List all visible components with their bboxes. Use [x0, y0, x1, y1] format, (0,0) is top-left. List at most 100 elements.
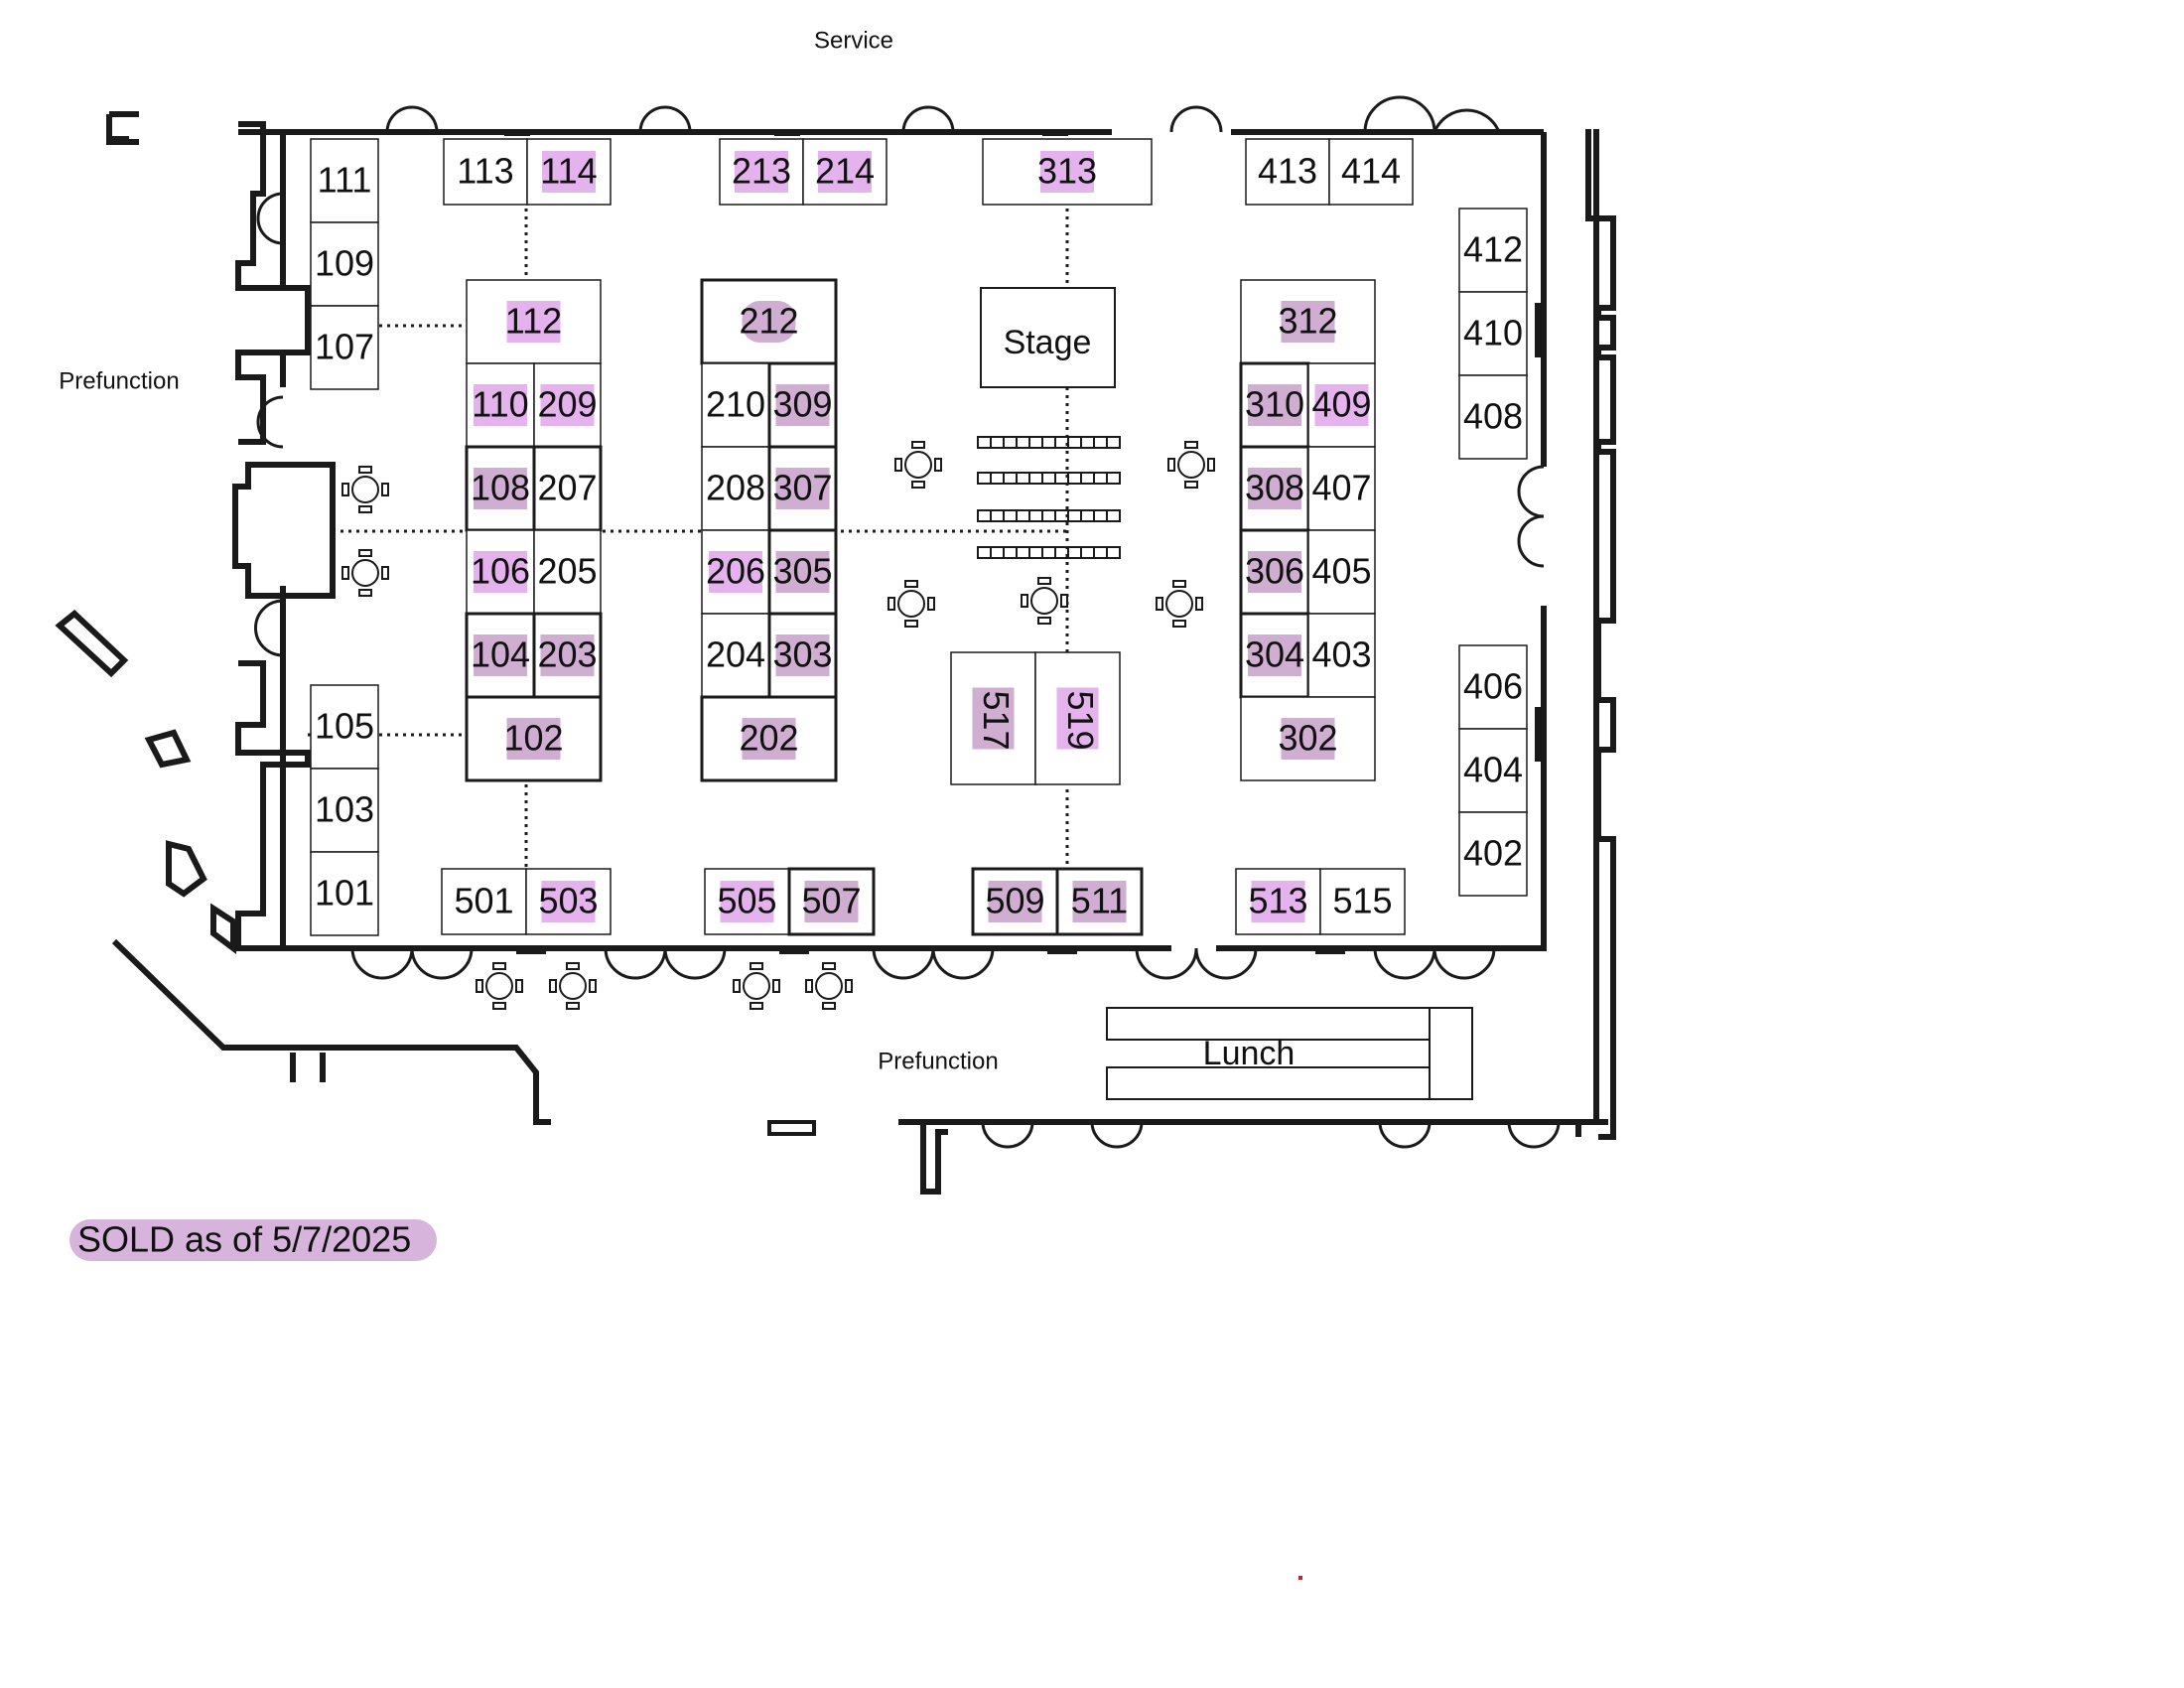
booth-212[interactable]: 212	[700, 278, 838, 365]
booth-202[interactable]: 202	[700, 695, 838, 782]
booth-105[interactable]: 105	[310, 684, 379, 770]
booth-413[interactable]: 413	[1245, 138, 1330, 206]
booth-104[interactable]: 104	[465, 612, 536, 699]
booth-309[interactable]: 309	[767, 361, 838, 449]
booth-208[interactable]: 208	[701, 446, 770, 531]
booth-412[interactable]: 412	[1458, 208, 1528, 293]
walls	[55, 111, 1616, 1195]
booth-213[interactable]: 213	[719, 138, 804, 206]
booth-310[interactable]: 310	[1239, 361, 1310, 449]
booth-407[interactable]: 407	[1307, 446, 1376, 531]
booth-513[interactable]: 513	[1235, 868, 1321, 935]
booth-313[interactable]: 313	[982, 138, 1153, 206]
booth-505[interactable]: 505	[704, 868, 790, 935]
booth-number: 212	[739, 301, 798, 342]
booth-305[interactable]: 305	[767, 528, 838, 616]
stage: Stage	[980, 287, 1116, 388]
booth-108[interactable]: 108	[465, 445, 536, 532]
booth-number: 403	[1311, 634, 1371, 675]
door-arcs	[254, 95, 1561, 1149]
booth-number: 209	[537, 384, 597, 425]
booth-511[interactable]: 511	[1055, 867, 1144, 936]
booth-304[interactable]: 304	[1239, 612, 1310, 699]
booth-outline	[1307, 529, 1376, 615]
booth-number: 114	[540, 151, 597, 192]
booth-503[interactable]: 503	[525, 868, 612, 935]
booth-517[interactable]: 517	[950, 651, 1036, 785]
booth-406[interactable]: 406	[1458, 644, 1528, 730]
booth-outline	[310, 221, 379, 307]
booth-409[interactable]: 409	[1307, 362, 1376, 448]
booth-205[interactable]: 205	[533, 529, 602, 615]
booth-number: 203	[537, 634, 597, 675]
stage-label: Stage	[1004, 324, 1092, 361]
booth-110[interactable]: 110	[466, 362, 535, 448]
booth-207[interactable]: 207	[532, 445, 603, 532]
booth-number: 202	[739, 718, 798, 759]
booth-404[interactable]: 404	[1458, 728, 1528, 813]
booth-number: 109	[315, 243, 374, 284]
booth-403[interactable]: 403	[1307, 613, 1376, 698]
booth-501[interactable]: 501	[441, 868, 527, 935]
booth-number: 305	[772, 551, 832, 592]
booth-302[interactable]: 302	[1240, 696, 1376, 781]
booth-210[interactable]: 210	[701, 362, 770, 448]
booth-102[interactable]: 102	[465, 695, 603, 782]
booth-number: 205	[537, 551, 597, 592]
booth-106[interactable]: 106	[466, 529, 535, 615]
booth-number: 515	[1332, 881, 1392, 921]
booth-101[interactable]: 101	[310, 851, 379, 936]
booth-515[interactable]: 515	[1319, 868, 1406, 935]
booth-outline	[1458, 811, 1528, 897]
booth-214[interactable]: 214	[802, 138, 887, 206]
booth-307[interactable]: 307	[767, 445, 838, 532]
booth-203[interactable]: 203	[532, 612, 603, 699]
sold-highlight	[540, 634, 595, 676]
booth-507[interactable]: 507	[787, 867, 876, 936]
booth-308[interactable]: 308	[1239, 445, 1310, 532]
booth-109[interactable]: 109	[310, 221, 379, 307]
sold-legend: SOLD as of 5/7/2025	[69, 1219, 437, 1261]
booth-402[interactable]: 402	[1458, 811, 1528, 897]
booth-number: 503	[538, 881, 598, 921]
booth-111[interactable]: 111	[310, 138, 379, 223]
booth-408[interactable]: 408	[1458, 374, 1528, 460]
booth-414[interactable]: 414	[1328, 138, 1414, 206]
booth-209[interactable]: 209	[533, 362, 602, 448]
seat	[1003, 472, 1018, 485]
booth-number: 517	[976, 690, 1017, 750]
booth-114[interactable]: 114	[526, 138, 612, 206]
booth-number: 112	[505, 301, 562, 342]
booth-410[interactable]: 410	[1458, 291, 1528, 376]
booth-405[interactable]: 405	[1307, 529, 1376, 615]
seat	[1106, 546, 1121, 559]
booth-509[interactable]: 509	[971, 867, 1059, 936]
booth-outline	[701, 362, 770, 448]
booth-306[interactable]: 306	[1239, 528, 1310, 616]
booth-number: 206	[706, 551, 765, 592]
booth-outline	[1458, 291, 1528, 376]
seat	[990, 472, 1005, 485]
booth-519[interactable]: 519	[1034, 651, 1121, 785]
booth-204[interactable]: 204	[701, 613, 770, 698]
booth-312[interactable]: 312	[1240, 279, 1376, 364]
booth-113[interactable]: 113	[443, 138, 528, 206]
booth-206[interactable]: 206	[701, 529, 770, 615]
wall-blocks	[504, 130, 1547, 954]
booth-103[interactable]: 103	[310, 768, 379, 853]
sold-highlight	[804, 881, 859, 922]
seat	[1067, 509, 1082, 522]
booth-number: 304	[1245, 634, 1304, 675]
sold-highlight	[1056, 687, 1099, 750]
booth-107[interactable]: 107	[310, 305, 379, 390]
stray-mark	[1298, 1576, 1302, 1580]
seat	[1106, 509, 1121, 522]
booth-303[interactable]: 303	[767, 612, 838, 699]
seat	[1016, 472, 1030, 485]
booth-112[interactable]: 112	[466, 279, 602, 364]
seat	[1016, 546, 1030, 559]
seat	[1080, 546, 1095, 559]
booth-outline	[1328, 138, 1414, 206]
booth-outline	[310, 851, 379, 936]
